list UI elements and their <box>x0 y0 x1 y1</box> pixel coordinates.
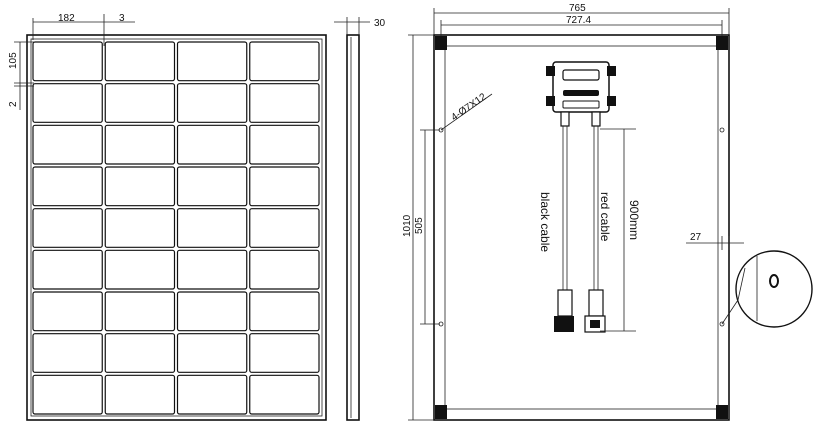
solar-cell <box>176 333 248 373</box>
junction-box-tab-bl <box>546 96 555 106</box>
solar-cell <box>104 333 176 373</box>
cell-height-label: 105 <box>8 52 19 69</box>
solar-cell <box>104 124 176 165</box>
overall-height-label: 1010 <box>402 214 413 237</box>
solar-cell <box>32 333 103 373</box>
back-outer-frame <box>433 34 730 421</box>
corner-bracket-bl <box>435 405 447 419</box>
cable-gland-left <box>560 111 570 127</box>
solar-cell <box>176 249 248 290</box>
red-cable-label: red cable <box>598 192 612 242</box>
black-cable-connector <box>557 289 573 317</box>
hole-detail-leader-1 <box>721 299 739 325</box>
solar-cell <box>32 124 103 165</box>
hole-detail-leader-2 <box>737 267 746 301</box>
hole-spec-label: 4-Ø7X12 <box>449 91 488 123</box>
solar-cell <box>176 374 248 415</box>
solar-cell <box>104 249 176 290</box>
solar-cell <box>176 291 248 332</box>
cell-grid <box>32 41 320 415</box>
junction-box-tab-tl <box>546 66 555 76</box>
front-inner-frame <box>30 38 323 417</box>
junction-box-slot <box>563 90 599 96</box>
solar-cell <box>249 41 320 82</box>
solar-cell <box>249 333 320 373</box>
cable-length-label: 900mm <box>627 200 641 240</box>
solar-cell <box>104 166 176 207</box>
corner-bracket-br <box>716 405 728 419</box>
red-cable <box>584 126 606 333</box>
front-outer-frame <box>26 34 327 421</box>
solar-cell <box>104 208 176 248</box>
solar-cell <box>32 208 103 248</box>
solar-cell <box>32 166 103 207</box>
hole-detail-slot <box>769 274 779 288</box>
half-height-label: 505 <box>414 217 425 234</box>
cell-width-label: 182 <box>58 13 75 24</box>
black-cable-connector-tip <box>554 316 574 332</box>
solar-cell <box>32 41 103 82</box>
back-view: 765 727.4 1010 505 4-Ø7X12 27 <box>402 3 813 421</box>
black-cable <box>554 126 574 332</box>
solar-cell <box>32 249 103 290</box>
front-view: 182 3 105 2 <box>8 13 327 421</box>
thickness-label: 30 <box>374 18 386 29</box>
row-gap-label: 2 <box>8 101 19 107</box>
edge-offset-label: 27 <box>690 232 702 243</box>
solar-cell <box>249 249 320 290</box>
cable-gland-right <box>591 111 601 127</box>
junction-box-tab-tr <box>607 66 616 76</box>
solar-cell <box>104 291 176 332</box>
corner-bracket-tl <box>435 36 447 50</box>
solar-cell <box>176 208 248 248</box>
solar-cell <box>32 374 103 415</box>
solar-cell <box>176 124 248 165</box>
solar-cell <box>32 291 103 332</box>
solar-cell <box>249 124 320 165</box>
solar-cell <box>249 291 320 332</box>
corner-bracket-tr <box>716 36 728 50</box>
black-cable-label: black cable <box>538 192 552 252</box>
solar-cell <box>104 374 176 415</box>
solar-cell <box>176 166 248 207</box>
junction-box <box>546 61 616 127</box>
mount-hole-tr <box>719 127 725 133</box>
mount-hole-br <box>719 321 725 327</box>
solar-cell <box>176 41 248 82</box>
solar-cell <box>176 83 248 123</box>
junction-box-tab-br <box>607 96 616 106</box>
solar-cell <box>104 83 176 123</box>
side-frame <box>346 34 360 421</box>
overall-width-label: 765 <box>569 3 586 14</box>
junction-box-base <box>562 100 600 109</box>
side-view: 30 <box>334 17 386 421</box>
hole-detail-circle <box>735 250 813 328</box>
cell-gap-label: 3 <box>119 13 125 24</box>
solar-cell <box>104 41 176 82</box>
solar-cell <box>249 374 320 415</box>
solar-cell <box>32 83 103 123</box>
inner-width-label: 727.4 <box>566 15 591 26</box>
red-cable-connector-pin <box>590 320 600 328</box>
solar-cell <box>249 166 320 207</box>
back-inner-frame <box>444 45 719 410</box>
solar-cell <box>249 208 320 248</box>
red-cable-connector <box>588 289 604 317</box>
hole-spec-leader <box>440 93 493 131</box>
solar-cell <box>249 83 320 123</box>
junction-box-label-plate <box>562 69 600 81</box>
